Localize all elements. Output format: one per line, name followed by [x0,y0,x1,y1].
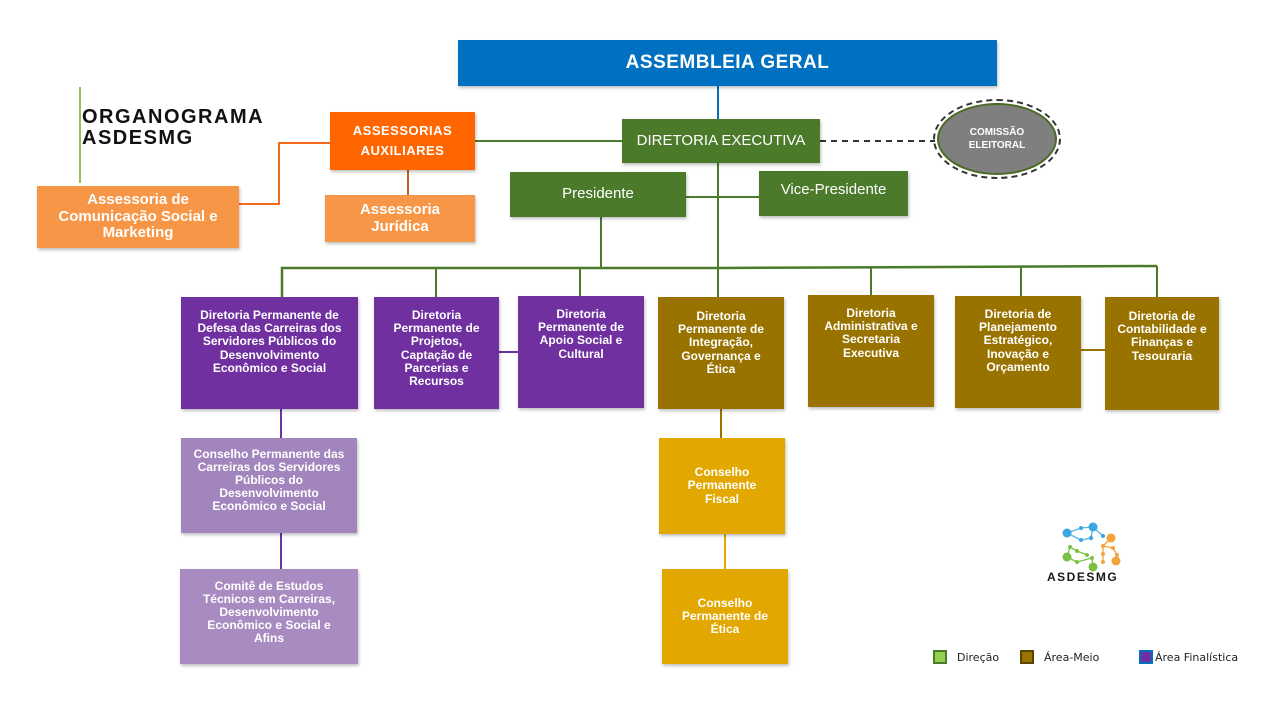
comissao-eleitoral-dashed-ring [933,99,1061,179]
node-comite-estudos-label: Comitê de Estudos Técnicos em Carreiras,… [202,578,336,646]
logo-text: ASDESMG [1047,570,1119,584]
node-conselho-fiscal[interactable]: Conselho Permanente Fiscal [659,438,785,534]
node-diretoria-planejamento-label: Diretoria de Planejamento Estratégico, I… [978,307,1058,374]
node-assessorias-auxiliares[interactable]: ASSESSORIAS AUXILIARES [330,112,475,170]
node-conselho-etica[interactable]: Conselho Permanente de Ética [662,569,788,664]
node-comissao-eleitoral[interactable]: COMISSÃO ELEITORAL [937,103,1057,175]
node-diretoria-apoio-social[interactable]: Diretoria Permanente de Apoio Social e C… [518,296,644,408]
node-diretoria-contabilidade-label: Diretoria de Contabilidade e Finanças e … [1117,309,1207,363]
node-diretoria-integracao-label: Diretoria Permanente de Integração, Gove… [677,309,765,376]
title-line-2: ASDESMG [82,127,194,149]
node-comite-estudos[interactable]: Comitê de Estudos Técnicos em Carreiras,… [180,569,358,664]
node-assessoria-juridica[interactable]: Assessoria Jurídica [325,195,475,242]
assessorias-line-1: ASSESSORIAS [352,122,453,138]
legend-item-direcao: Direção [933,650,999,664]
node-diretoria-apoio-social-label: Diretoria Permanente de Apoio Social e C… [537,307,625,361]
node-presidente-label: Presidente [562,185,634,203]
connector-bus [280,264,1158,297]
legend-label-area-meio: Área-Meio [1044,650,1100,664]
assessorias-line-2: AUXILIARES [360,143,445,158]
comissao-line-1: COMISSÃO [969,126,1025,138]
node-diretoria-executiva[interactable]: DIRETORIA EXECUTIVA [622,119,820,163]
legend-swatch-area-finalistica [1139,650,1153,664]
node-conselho-etica-label: Conselho Permanente de Ética [681,595,769,637]
node-assembleia-geral-label: ASSEMBLEIA GERAL [625,51,830,73]
node-assessoria-comunicacao-label: Assessoria de Comunicação Social e Marke… [58,191,218,242]
node-assessoria-juridica-label: Assessoria Jurídica [359,201,441,235]
node-diretoria-projetos[interactable]: Diretoria Permanente de Projetos, Captaç… [374,297,499,409]
node-diretoria-administrativa-label: Diretoria Administrativa e Secretaria Ex… [824,306,918,360]
legend-item-area-meio: Área-Meio [1020,650,1099,664]
node-diretoria-planejamento[interactable]: Diretoria de Planejamento Estratégico, I… [955,296,1081,408]
node-diretoria-defesa-carreiras-label: Diretoria Permanente de Defesa das Carre… [197,308,342,375]
page-title: ORGANOGRAMA ASDESMG [82,107,264,149]
title-accent-bar [79,87,81,183]
legend-swatch-direcao [933,650,947,664]
legend-swatch-area-meio [1020,650,1034,664]
node-presidente[interactable]: Presidente [510,172,686,217]
node-assessoria-comunicacao[interactable]: Assessoria de Comunicação Social e Marke… [37,186,239,248]
legend-label-direcao: Direção [957,650,1000,664]
title-line-1: ORGANOGRAMA [82,106,265,128]
node-conselho-carreiras[interactable]: Conselho Permanente das Carreiras dos Se… [181,438,357,533]
node-conselho-fiscal-label: Conselho Permanente Fiscal [687,465,757,506]
node-vice-presidente-label: Vice-Presidente [780,181,887,199]
legend-label-area-finalistica: Área Finalística [1155,650,1239,664]
comissao-line-2: ELEITORAL [968,140,1026,151]
node-diretoria-integracao[interactable]: Diretoria Permanente de Integração, Gove… [658,297,784,409]
node-diretoria-contabilidade[interactable]: Diretoria de Contabilidade e Finanças e … [1105,297,1219,410]
legend-item-area-finalistica: Área Finalística [1139,650,1238,664]
node-diretoria-executiva-label: DIRETORIA EXECUTIVA [636,131,806,149]
asdesmg-logo-icon [1062,522,1121,572]
node-conselho-carreiras-label: Conselho Permanente das Carreiras dos Se… [193,446,345,514]
node-diretoria-defesa-carreiras[interactable]: Diretoria Permanente de Defesa das Carre… [181,297,358,409]
node-diretoria-administrativa[interactable]: Diretoria Administrativa e Secretaria Ex… [808,295,934,407]
node-vice-presidente[interactable]: Vice-Presidente [759,171,908,216]
connector-assessorias-comunicacao [239,142,330,205]
node-assembleia-geral[interactable]: ASSEMBLEIA GERAL [458,40,997,86]
node-diretoria-projetos-label: Diretoria Permanente de Projetos, Captaç… [393,308,480,388]
